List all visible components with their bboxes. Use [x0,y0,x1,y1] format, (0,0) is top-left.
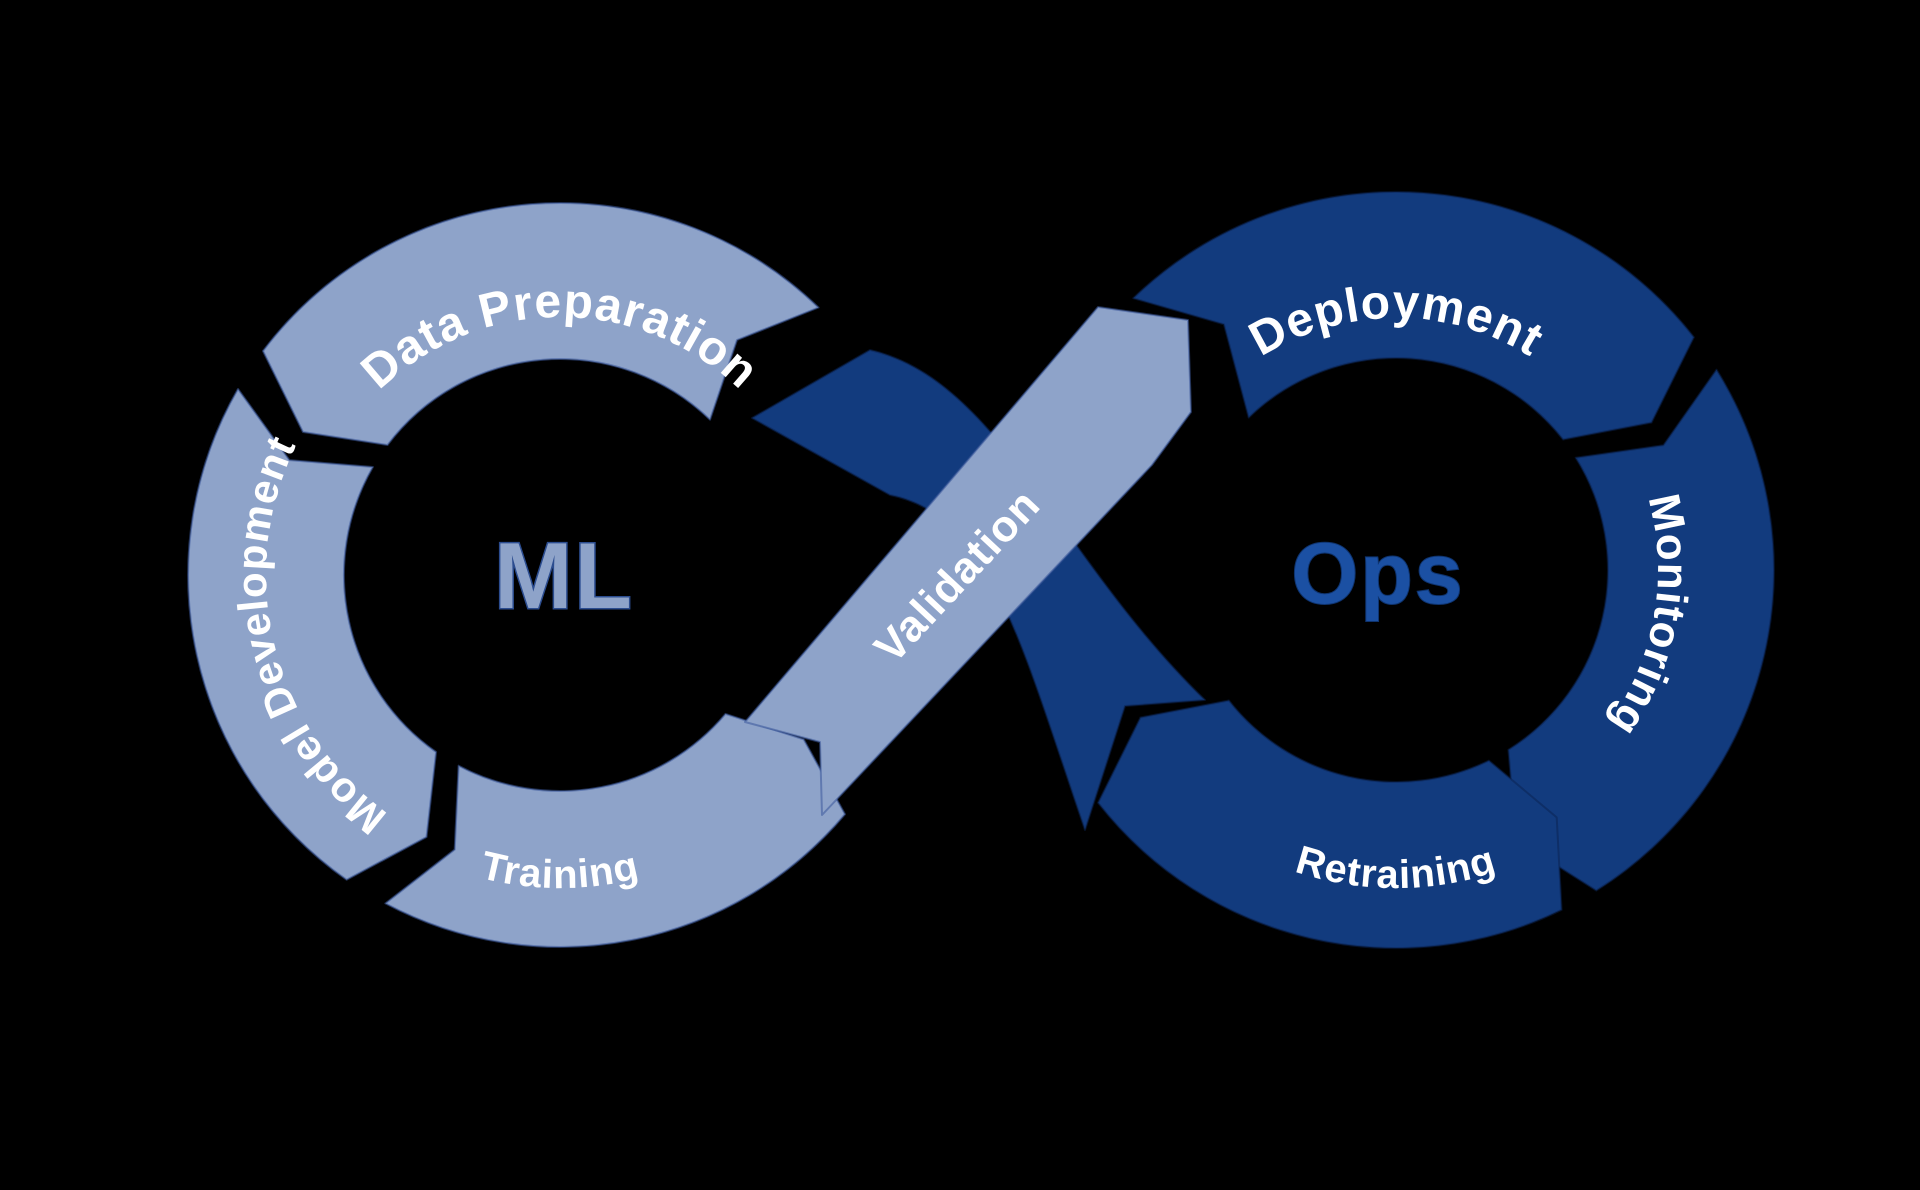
segment-data-preparation [262,202,820,446]
ml-center-label: ML [494,523,634,628]
ops-center-label: Ops [1291,526,1464,622]
segment-retraining [1097,699,1563,949]
segment-training [384,712,846,948]
segment-deployment [1132,190,1695,441]
segment-validation-band [744,306,1192,816]
segment-model-development [187,388,438,881]
segment-monitoring [1507,368,1775,892]
